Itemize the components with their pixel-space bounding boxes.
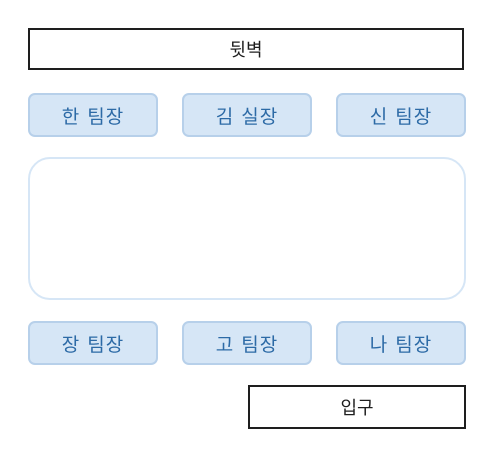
seat-top-center: 김 실장 bbox=[182, 93, 312, 137]
back-wall-label: 뒷벽 bbox=[229, 40, 263, 61]
seat-bottom-center: 고 팀장 bbox=[182, 321, 312, 365]
seat-bottom-left: 장 팀장 bbox=[28, 321, 158, 365]
seat-top-right: 신 팀장 bbox=[336, 93, 466, 137]
seat-top-right-label: 신 팀장 bbox=[369, 105, 433, 128]
seat-top-left: 한 팀장 bbox=[28, 93, 158, 137]
seat-bottom-center-label: 고 팀장 bbox=[215, 333, 279, 356]
back-wall: 뒷벽 bbox=[28, 28, 464, 70]
seat-bottom-left-label: 장 팀장 bbox=[61, 333, 125, 356]
seat-bottom-right-label: 나 팀장 bbox=[369, 333, 433, 356]
entrance-label: 입구 bbox=[340, 398, 374, 419]
entrance: 입구 bbox=[248, 385, 466, 429]
seat-bottom-right: 나 팀장 bbox=[336, 321, 466, 365]
meeting-table bbox=[28, 157, 466, 300]
seat-top-center-label: 김 실장 bbox=[215, 105, 279, 128]
seat-top-left-label: 한 팀장 bbox=[61, 105, 125, 128]
